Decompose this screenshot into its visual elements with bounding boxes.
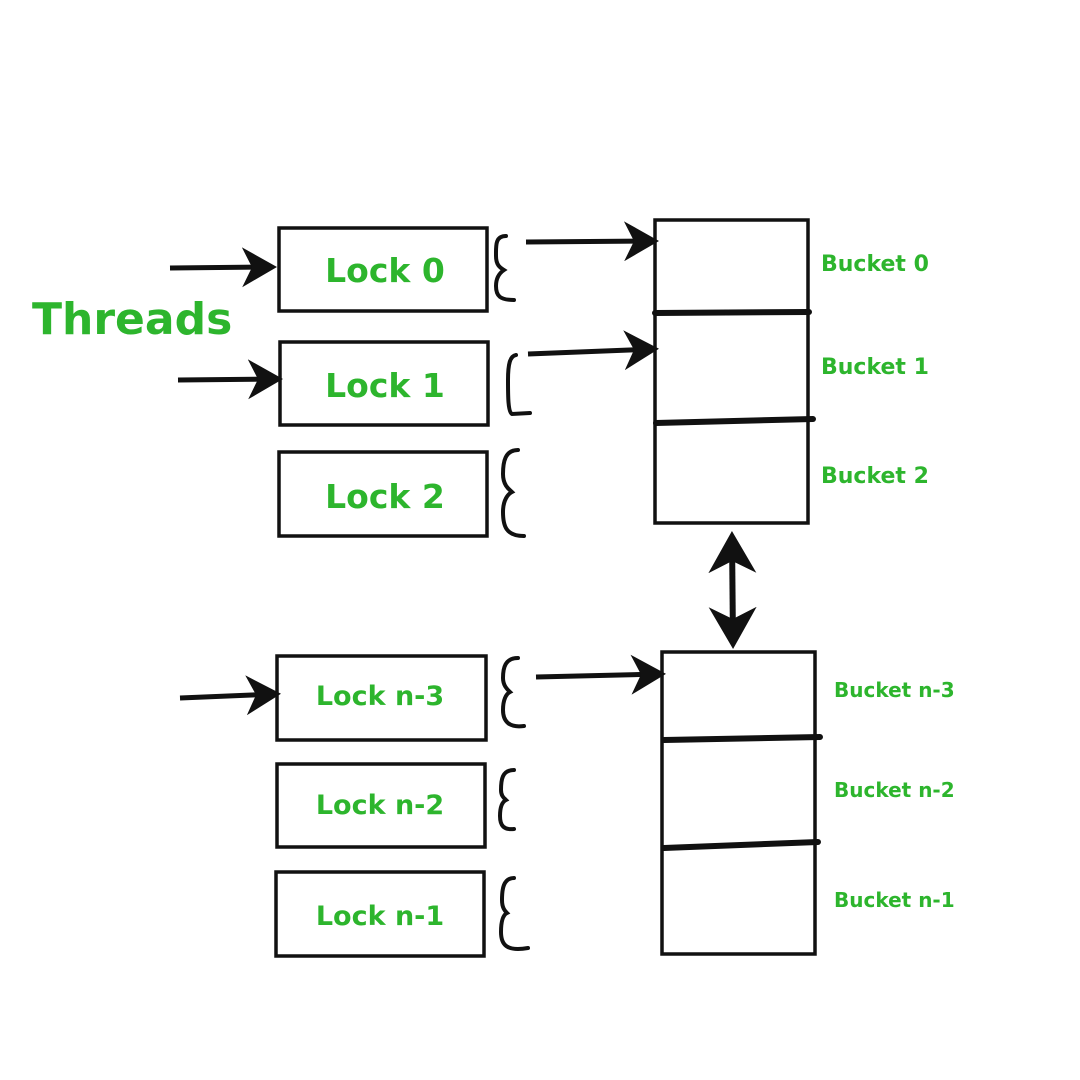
brace-lock-n-2 <box>497 768 516 832</box>
bucket-label-2: Bucket 2 <box>821 464 929 489</box>
bucket-label-0: Bucket 0 <box>821 252 929 277</box>
lock-0-to-bucket-0-arrow <box>525 221 659 262</box>
bucket-label-n-1: Bucket n-1 <box>834 888 955 912</box>
lock-label: Lock n-2 <box>316 790 444 821</box>
lock-box-0: Lock 0 <box>277 226 489 313</box>
brace-lock-n-1 <box>498 876 530 951</box>
lock-box-2: Lock 2 <box>277 450 489 538</box>
brace-lock-1 <box>505 353 532 417</box>
bucket-label-n-3: Bucket n-3 <box>834 678 955 702</box>
lock-label: Lock n-1 <box>316 901 444 932</box>
lock-box-n-3: Lock n-3 <box>275 654 488 742</box>
lock-box-n-2: Lock n-2 <box>275 762 487 849</box>
brace-lock-0 <box>493 234 516 302</box>
lock-box-1: Lock 1 <box>278 340 490 427</box>
bucket-label-1: Bucket 1 <box>821 355 929 380</box>
lock-label: Lock 1 <box>325 366 445 405</box>
thread-arrow-lock-0 <box>169 247 277 288</box>
lock-box-n-1: Lock n-1 <box>274 870 486 958</box>
lock-label: Lock 0 <box>325 251 445 290</box>
bucket-stack-bottom <box>660 650 823 956</box>
bucket-label-n-2: Bucket n-2 <box>834 778 955 802</box>
lock-label: Lock 2 <box>325 477 445 516</box>
lock-1-to-bucket-1-arrow <box>527 330 659 371</box>
lock-n-3-to-bucket-n-3-arrow <box>535 654 666 695</box>
threads-label: Threads <box>32 294 232 345</box>
thread-arrow-lock-1 <box>177 359 283 400</box>
brace-lock-n-3 <box>500 656 526 729</box>
double-headed-arrow <box>708 531 757 649</box>
bucket-stack-top <box>652 218 816 525</box>
lock-label: Lock n-3 <box>316 681 444 712</box>
thread-arrow-lock-n-3 <box>179 675 281 716</box>
brace-lock-2 <box>500 448 526 538</box>
